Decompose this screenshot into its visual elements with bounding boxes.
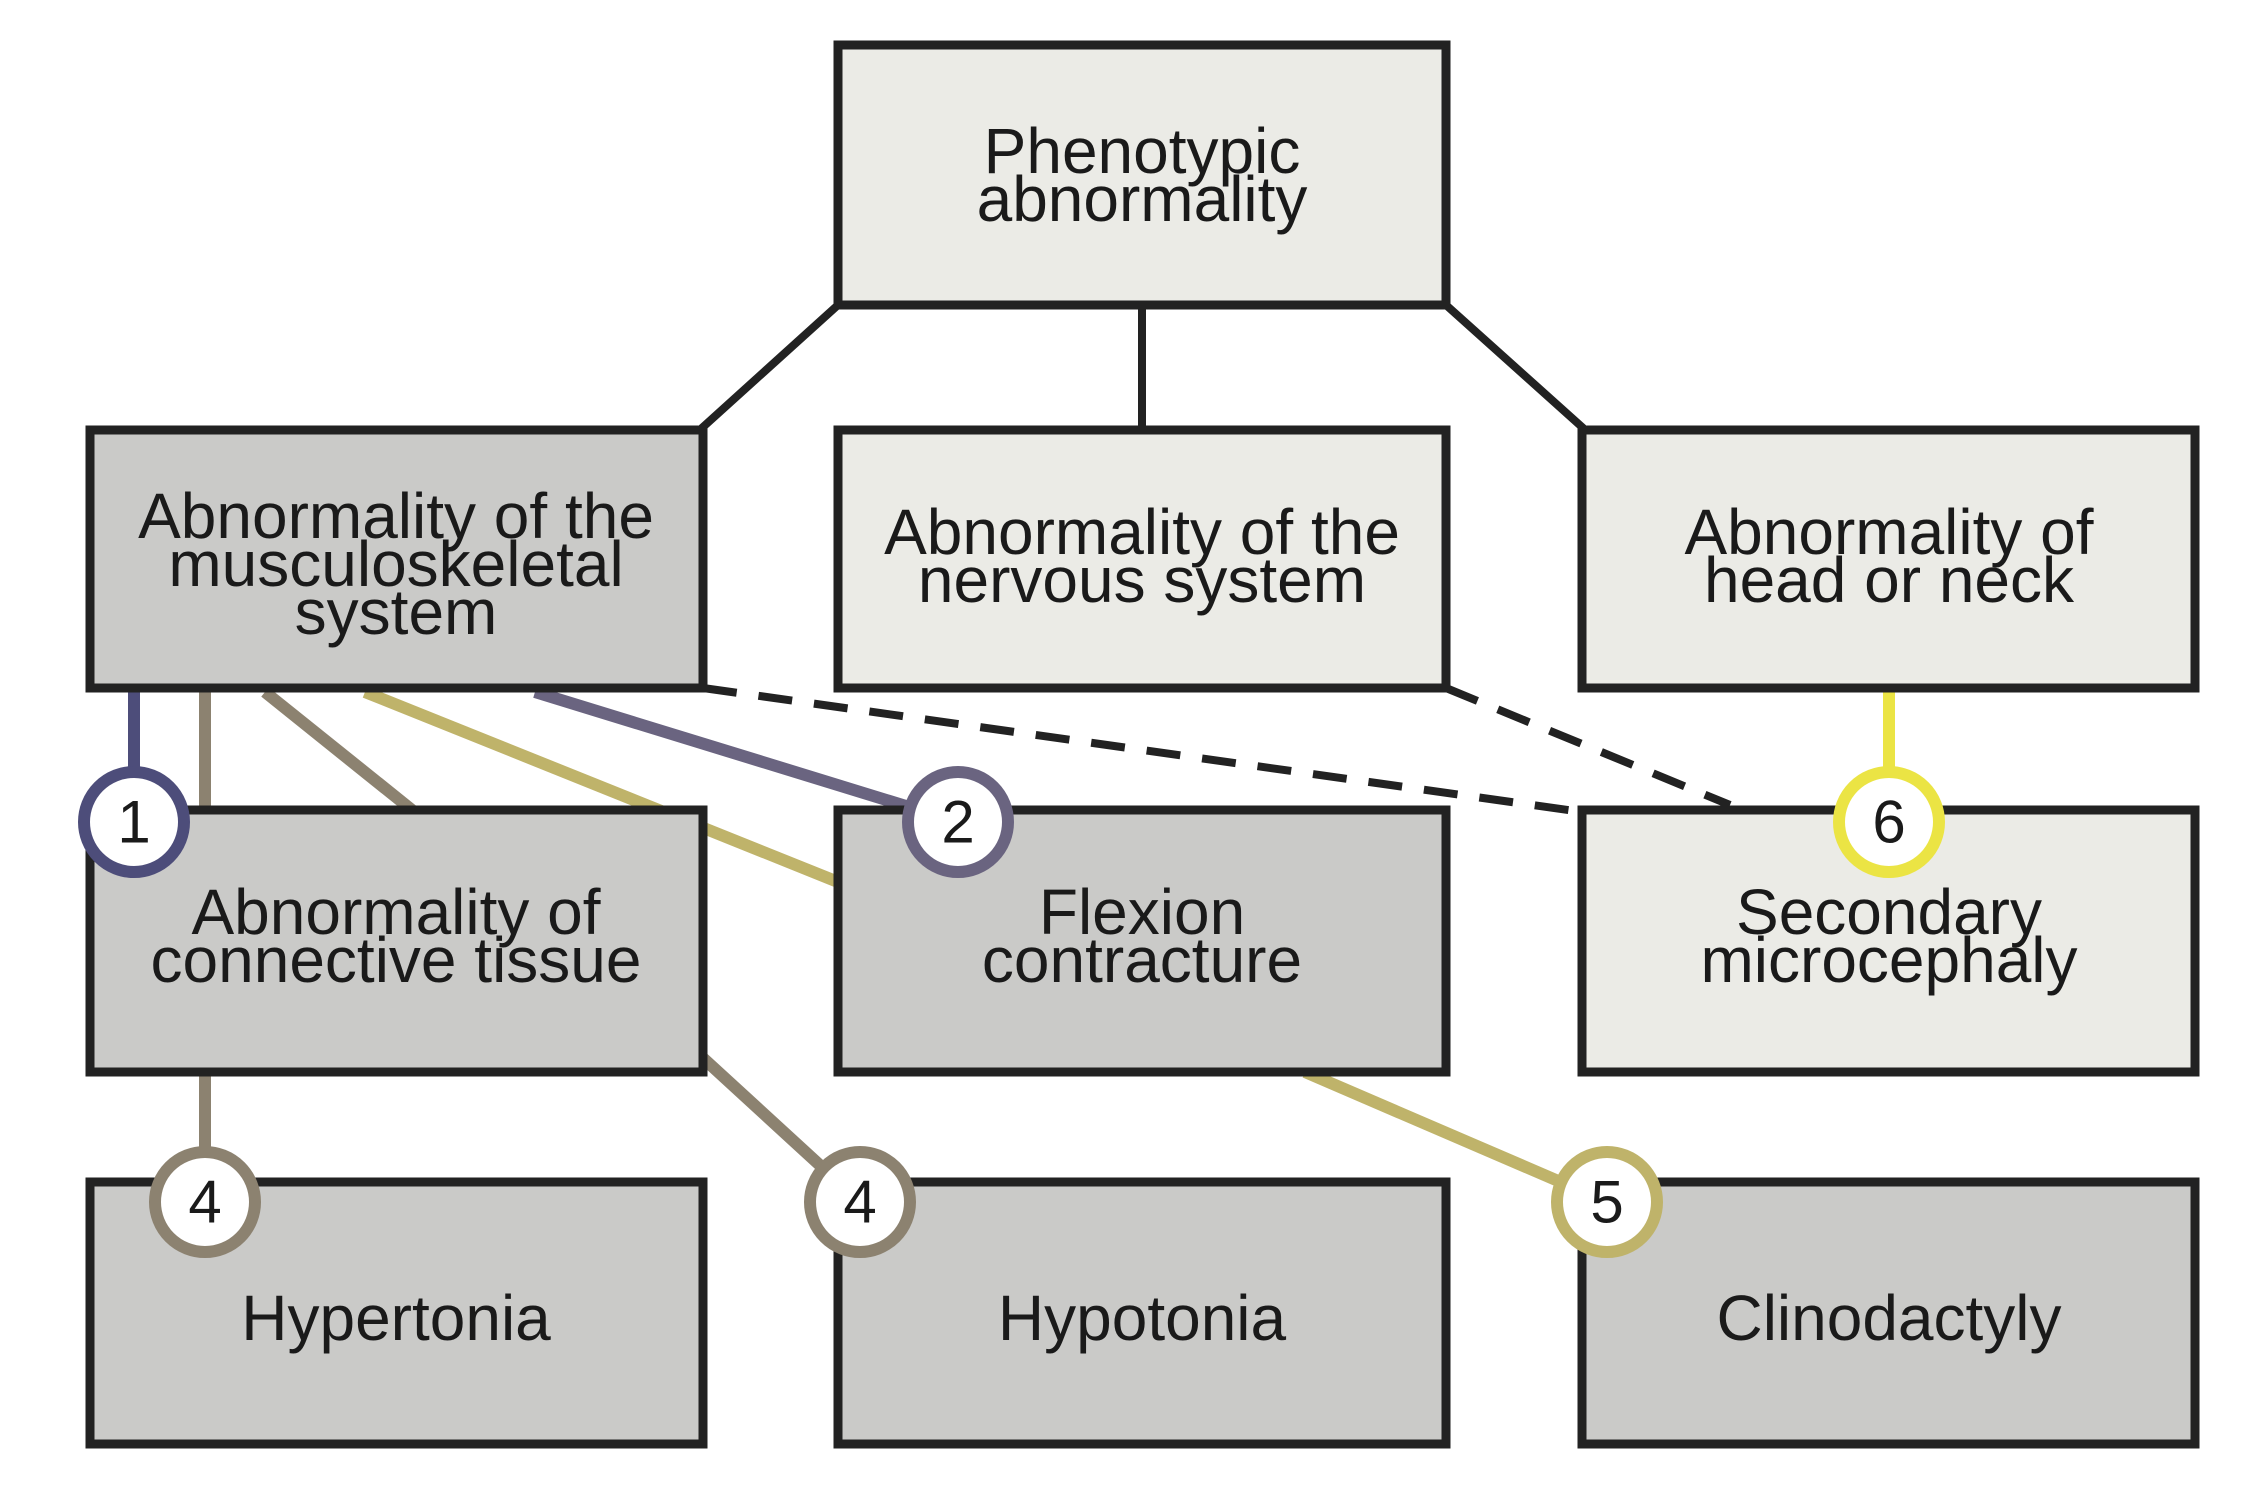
node-label-line: connective tissue [151,924,642,996]
badge-1: 1 [78,766,190,878]
node-label: Hypotonia [998,1282,1287,1354]
node-label: Hypertonia [241,1282,551,1354]
badge-5-label: 5 [1590,1169,1623,1236]
node-label-line: microcephaly [1700,924,2077,996]
annotation-line-taupe-diagonal [261,687,416,815]
badge-5: 5 [1551,1146,1663,1258]
node-hypotonia: Hypotonia [833,1177,1451,1449]
node-label-line: contracture [982,924,1302,996]
badge-6: 6 [1833,766,1945,878]
edge-nervous-to-microcephaly-dashed [1444,684,1732,809]
node-label-line: Abnormality of [191,876,600,948]
edge-phenotypic-to-musculoskeletal [699,302,841,430]
node-label-line: musculoskeletal [168,528,623,600]
badge-2: 2 [902,766,1014,878]
node-label-line: Phenotypic [984,115,1301,187]
badge-2-label: 2 [941,789,974,856]
node-label-line: head or neck [1704,544,2075,616]
node-label-line: Hypertonia [241,1282,551,1354]
badge-4-hypertonia-label: 4 [188,1169,221,1236]
node-label-line: Clinodactyly [1716,1282,2061,1354]
annotation-line-olive-to-flexion [362,686,841,888]
badge-4-hypotonia: 4 [804,1146,916,1258]
dashed-edges [702,684,1732,816]
node-label-line: abnormality [977,163,1308,235]
badge-4-hypotonia-label: 4 [843,1169,876,1236]
badges: 1 2 6 4 4 5 [78,766,1945,1258]
node-label-line: Flexion [1039,876,1245,948]
edge-phenotypic-to-head-neck [1443,302,1586,430]
badge-1-label: 1 [117,789,150,856]
badge-4-hypertonia: 4 [149,1146,261,1258]
node-label-line: Abnormality of the [138,480,654,552]
badge-6-label: 6 [1872,789,1905,856]
node-label: Clinodactyly [1716,1282,2061,1354]
node-label-line: nervous system [918,544,1366,616]
node-label-line: Abnormality of [1684,496,2093,568]
node-label-line: Hypotonia [998,1282,1287,1354]
annotation-line-2 [533,686,960,828]
node-label-line: Secondary [1736,876,2042,948]
annotation-lines [128,686,1895,1208]
node-clinodactyly: Clinodactyly [1577,1177,2200,1449]
tree-edges [699,302,1586,430]
node-label-line: Abnormality of the [884,496,1400,568]
edge-musculoskeletal-to-microcephaly-dashed [702,684,1583,816]
node-label-line: system [295,576,498,648]
